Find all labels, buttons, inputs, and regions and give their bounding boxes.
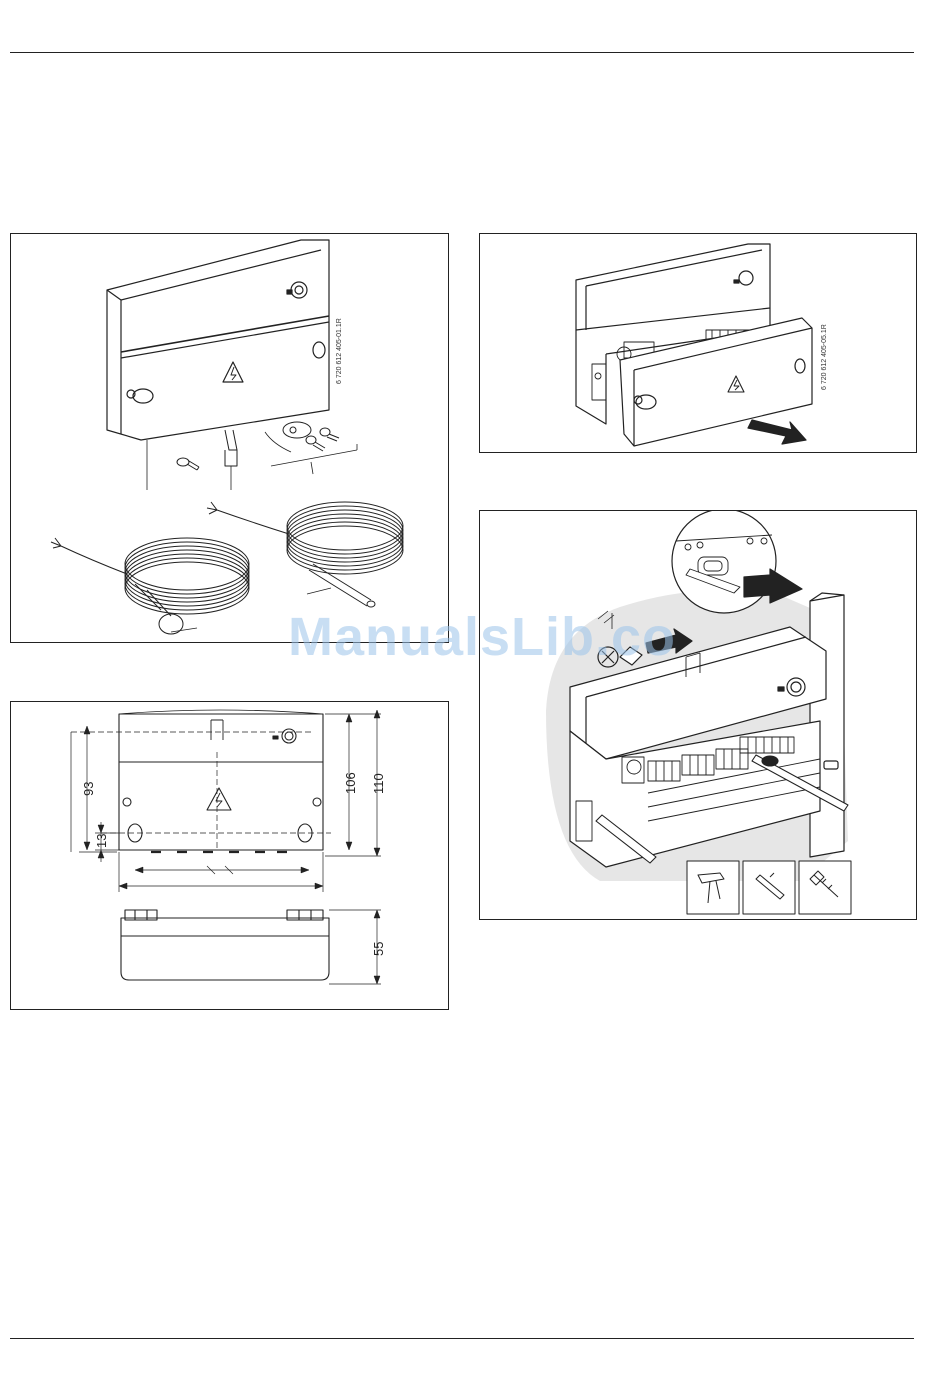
figure-wall-mounting: [479, 510, 917, 920]
dimension-55: 55: [371, 942, 386, 956]
dimension-110: 110: [371, 773, 386, 794]
top-rule: [10, 52, 914, 53]
dimension-13: 13: [94, 834, 109, 848]
dimension-93: 93: [81, 782, 96, 796]
figure-code: 6 720 612 405-05.1R: [821, 324, 828, 390]
figure-remove-cover: 6 720 612 405-05.1R: [479, 233, 917, 453]
figure-scope-of-delivery: 6 720 612 405-01.1R: [10, 233, 449, 643]
figure-dimensions: 93 13 106 110 55: [10, 701, 449, 1010]
bottom-rule: [10, 1338, 914, 1339]
dimension-106: 106: [343, 772, 358, 794]
figure-code: 6 720 612 405-01.1R: [336, 318, 343, 384]
